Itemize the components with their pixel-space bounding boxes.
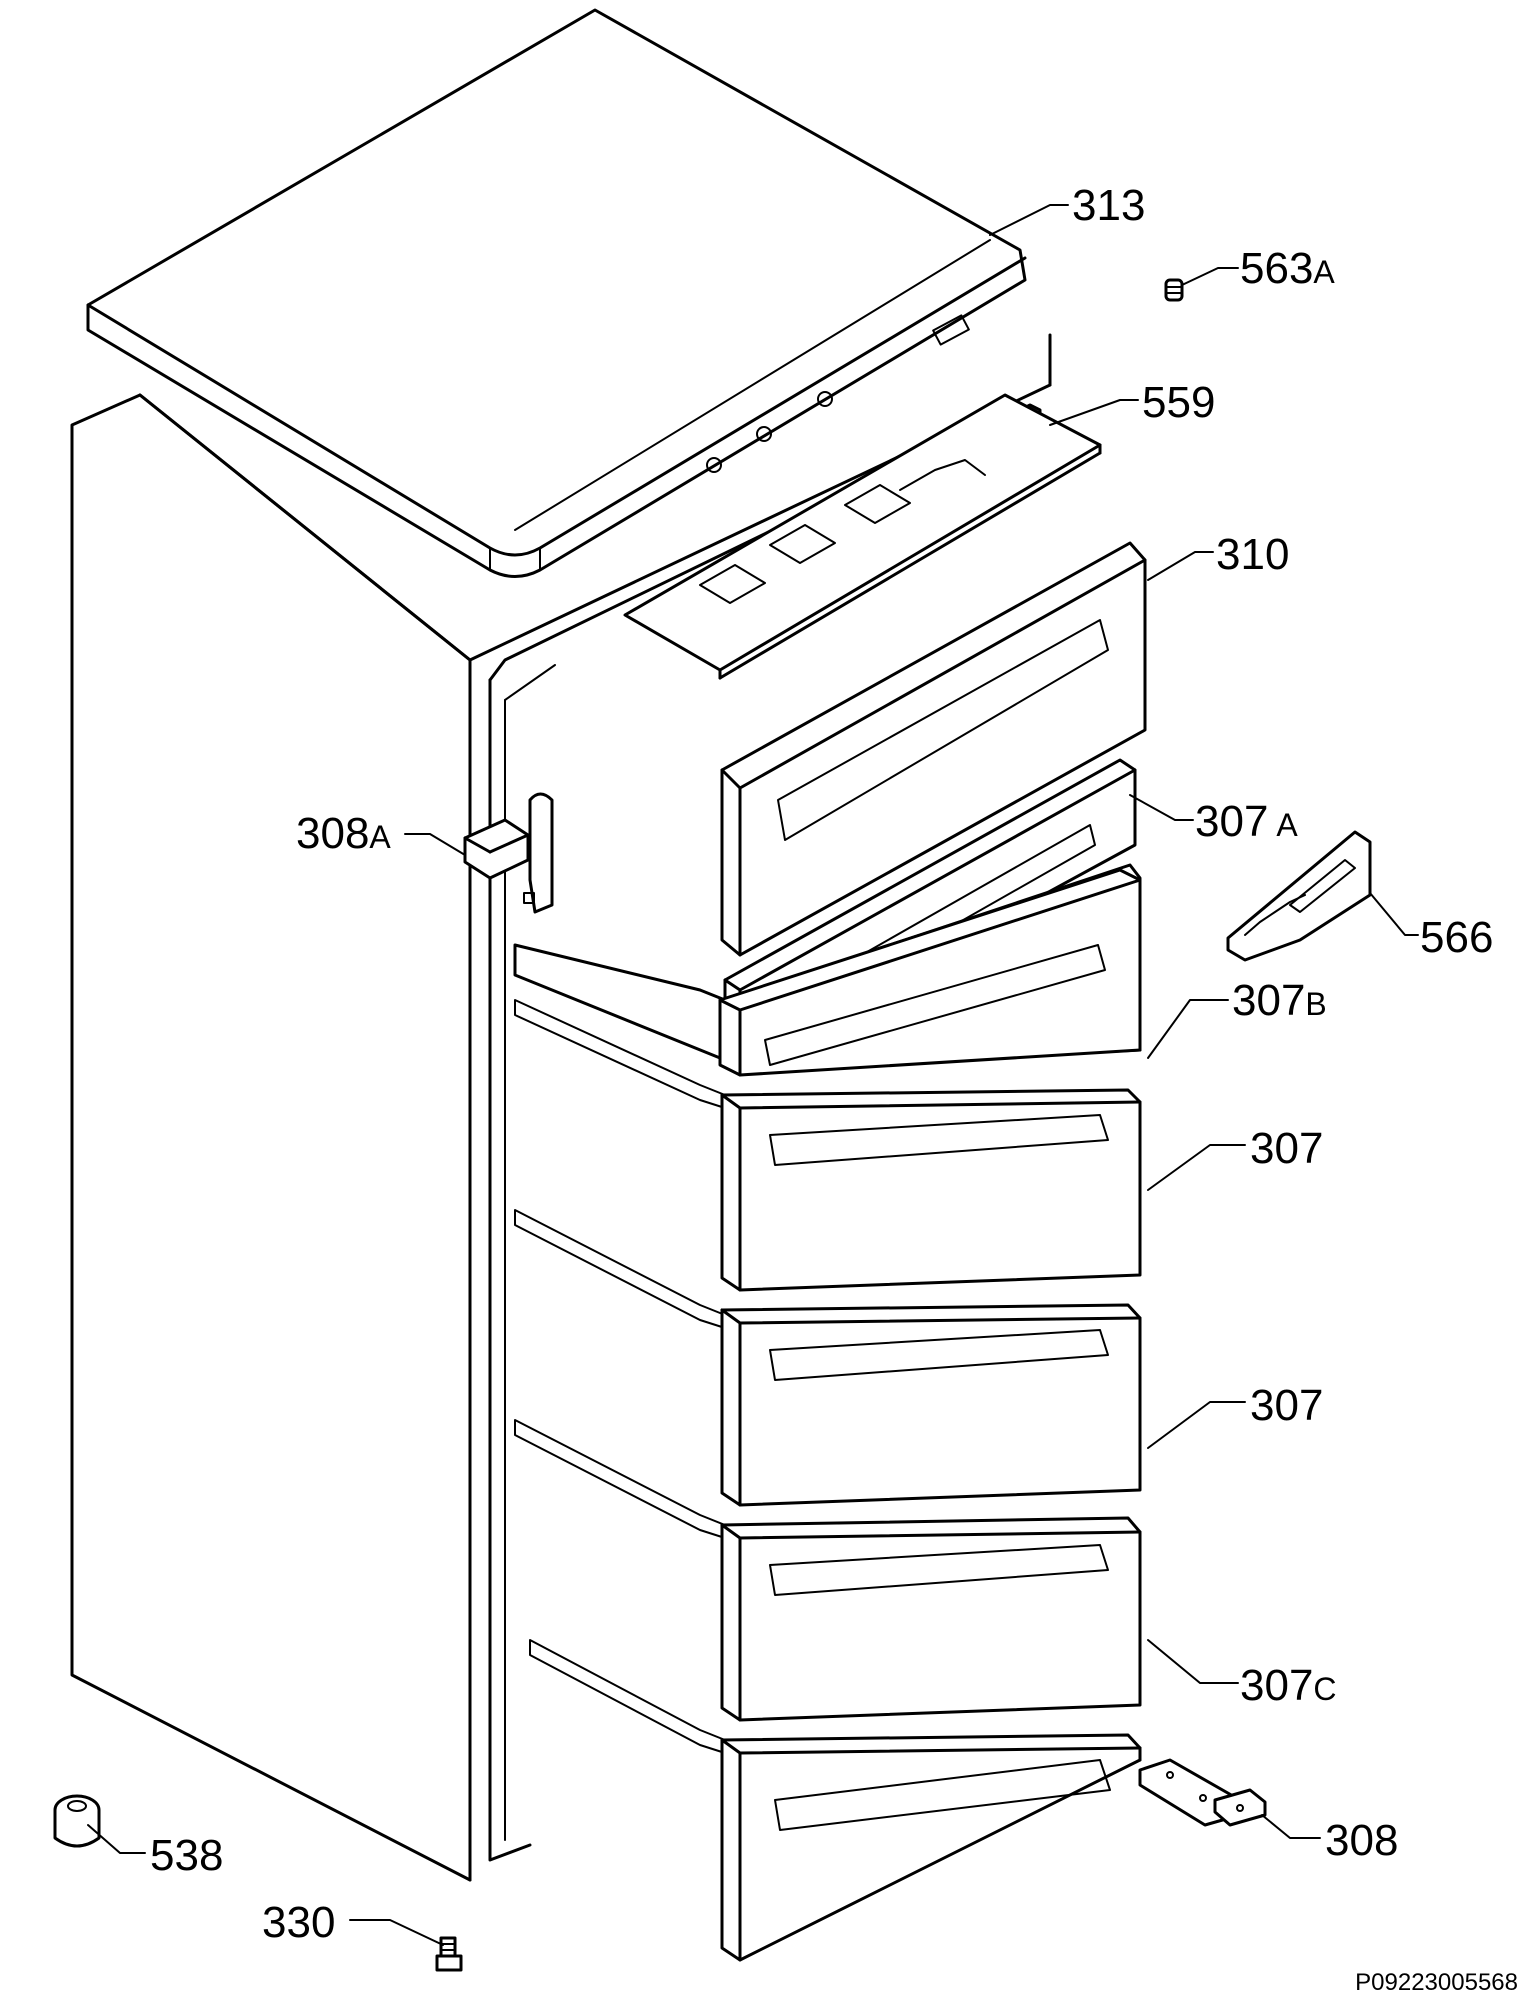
foot-538 xyxy=(53,1794,101,1848)
part-label-330: 330 xyxy=(262,1898,335,1947)
part-label-307c: 307C xyxy=(1240,1661,1337,1710)
drawer-307-middle xyxy=(514,1209,1142,1507)
screw-330 xyxy=(435,1936,463,1972)
part-label-538: 538 xyxy=(150,1831,223,1880)
part-label-308: 308 xyxy=(1325,1816,1398,1865)
part-label-310: 310 xyxy=(1216,530,1289,579)
part-label-566: 566 xyxy=(1420,913,1493,962)
screw-563a xyxy=(1164,278,1184,302)
part-label-307-middle: 307 xyxy=(1250,1381,1323,1430)
control-panel xyxy=(623,393,1102,680)
part-label-307b: 307B xyxy=(1232,976,1327,1025)
leader-lines xyxy=(87,204,1419,1946)
drawer-307c xyxy=(529,1639,1142,1962)
top-cover-controls xyxy=(706,314,970,473)
part-label-563a: 563A xyxy=(1240,244,1335,293)
flap-310 xyxy=(720,541,1147,957)
drawer-307b xyxy=(513,863,1142,1077)
drawer-307-lower xyxy=(514,1419,1142,1722)
hinge-308a xyxy=(463,792,554,914)
top-cover xyxy=(86,8,1027,578)
drawer-307-upper xyxy=(514,999,1142,1292)
part-label-559: 559 xyxy=(1142,378,1215,427)
part-label-307-upper: 307 xyxy=(1250,1124,1323,1173)
hinge-plate-308 xyxy=(1138,1758,1267,1827)
part-label-308a: 308A xyxy=(296,809,391,858)
drawing-code: P09223005568 xyxy=(1355,1969,1518,1996)
part-label-313: 313 xyxy=(1072,181,1145,230)
bracket-566 xyxy=(1226,830,1372,962)
